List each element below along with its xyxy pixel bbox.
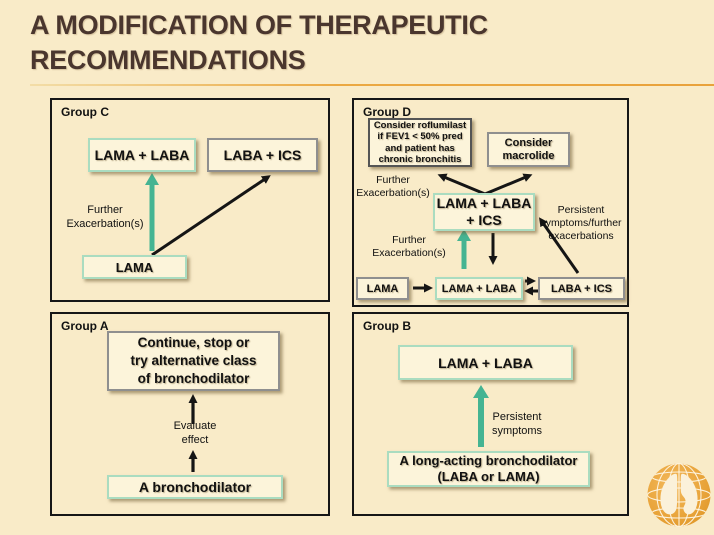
note-further-exacerbations-top-d: Further Exacerbation(s) xyxy=(356,174,430,199)
group-b-label: Group B xyxy=(363,319,411,333)
arrow-black-diagonal-c xyxy=(151,175,271,257)
group-b-panel: Group B LAMA + LABA Persistent symptoms … xyxy=(352,312,629,516)
box-long-acting-bronchodilator: A long-acting bronchodilator (LABA or LA… xyxy=(387,451,590,487)
group-d-panel: Group D Consider roflumilast if FEV1 < 5… xyxy=(352,98,629,307)
group-c-label: Group C xyxy=(61,105,109,119)
box-consider-macrolide: Consider macrolide xyxy=(487,132,570,167)
lungs-silhouette xyxy=(660,473,698,515)
box-continue-stop: Continue, stop or try alternative class … xyxy=(107,331,280,391)
arrow-to-macrolide xyxy=(484,173,533,196)
arrow-to-roflumilast xyxy=(437,173,486,196)
box-lama-laba-ics: LAMA + LABA + ICS xyxy=(433,193,535,231)
note-persistent-symptoms-b: Persistent symptoms xyxy=(491,411,543,437)
box-lama-laba-c: LAMA + LABA xyxy=(88,138,196,172)
note-persistent-symptoms-d: Persistent symptoms/further exacerbation… xyxy=(540,204,622,242)
box-a-bronchodilator: A bronchodilator xyxy=(107,475,283,499)
box-lama-laba-b: LAMA + LABA xyxy=(398,345,573,380)
note-further-exacerbations-mid-d: Further Exacerbation(s) xyxy=(372,234,446,259)
page-title: A MODIFICATION OF THERAPEUTIC RECOMMENDA… xyxy=(30,10,488,75)
group-c-panel: Group C LAMA + LABA LABA + ICS LAMA Furt… xyxy=(50,98,330,302)
gold-globe-lungs-logo xyxy=(647,463,711,527)
note-evaluate-effect: Evaluate effect xyxy=(173,420,217,446)
box-lama-laba-d: LAMA + LABA xyxy=(435,277,523,300)
title-underline xyxy=(30,84,714,86)
group-a-panel: Group A Continue, stop or try alternativ… xyxy=(50,312,330,516)
group-d-label: Group D xyxy=(363,105,411,119)
box-lama-c: LAMA xyxy=(82,255,187,279)
box-laba-ics-d: LABA + ICS xyxy=(538,277,625,300)
box-lama-d: LAMA xyxy=(356,277,409,300)
box-laba-ics-c: LABA + ICS xyxy=(207,138,318,172)
note-further-exacerbations-c: Further Exacerbation(s) xyxy=(66,204,144,230)
group-a-label: Group A xyxy=(61,319,109,333)
box-consider-roflumilast: Consider roflumilast if FEV1 < 50% pred … xyxy=(368,118,472,167)
